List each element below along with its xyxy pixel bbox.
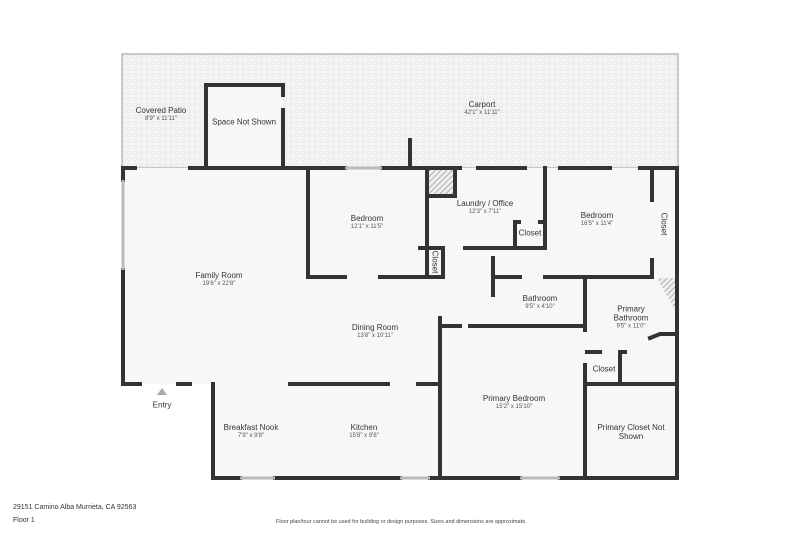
- room-dim: 15'2" x 15'10": [495, 404, 533, 410]
- room-name: Carport: [468, 100, 496, 109]
- room-name: Laundry / Office: [456, 199, 514, 208]
- room-closet-3: Closet: [660, 213, 669, 236]
- room-name: Closet: [430, 250, 440, 274]
- chimney-hatch: [428, 169, 454, 195]
- room-name: Closet: [659, 212, 669, 236]
- room-dim: 19'6" x 22'8": [202, 281, 236, 287]
- room-name: Bedroom: [580, 211, 614, 220]
- room-dim: 8'9" x 11'11": [144, 116, 178, 122]
- room-dim: 16'5" x 11'4": [580, 221, 614, 227]
- room-name: Closet: [592, 364, 616, 374]
- windows: [121, 166, 560, 480]
- disclaimer: Floor plan/tour cannot be used for build…: [276, 519, 527, 525]
- hatch-corner: [657, 278, 676, 312]
- room-name: Space Not Shown: [211, 117, 277, 127]
- room-name: Kitchen: [350, 423, 378, 432]
- room-name: Dining Room: [351, 323, 399, 332]
- room-name: Bedroom: [350, 214, 384, 223]
- room-name: Closet: [518, 228, 542, 238]
- room-space-not-shown: Space Not Shown: [212, 118, 276, 127]
- room-name: Breakfast Nook: [223, 423, 279, 432]
- entry-text: Entry: [152, 400, 172, 410]
- room-closet-2: Closet: [519, 229, 542, 238]
- walls: [121, 83, 679, 480]
- room-name: Primary Bedroom: [482, 394, 546, 403]
- room-name: Covered Patio: [135, 106, 187, 115]
- entry-arrow-icon: [157, 388, 167, 395]
- room-primary-closet: Primary Closet Not Shown: [596, 423, 666, 441]
- room-dim: 9'5" x 11'0": [616, 323, 646, 330]
- room-dim: 7'9" x 9'8": [237, 433, 265, 439]
- room-dim: 13'8" x 10'11": [357, 333, 393, 339]
- entry-label: Entry: [153, 401, 172, 410]
- room-closet-1: Closet: [431, 251, 440, 274]
- room-dim: 15'8" x 9'8": [349, 433, 379, 439]
- room-name: Primary Bathroom: [613, 304, 649, 323]
- room-closet-4: Closet: [593, 365, 616, 374]
- room-dim: 9'5" x 4'10": [525, 304, 555, 310]
- room-name: Primary Closet Not Shown: [597, 423, 665, 441]
- floor-label: Floor 1: [13, 517, 35, 524]
- room-dim: 12'1" x 11'5": [350, 224, 384, 230]
- space-not-shown-area: [206, 85, 283, 168]
- room-name: Bathroom: [522, 294, 558, 303]
- room-dim: 12'3" x 7'11": [468, 209, 502, 215]
- room-name: Family Room: [195, 271, 243, 280]
- address: 29151 Camino Alba Murrieta, CA 92563: [13, 504, 137, 511]
- room-dim: 42'1" x 11'11": [464, 110, 500, 116]
